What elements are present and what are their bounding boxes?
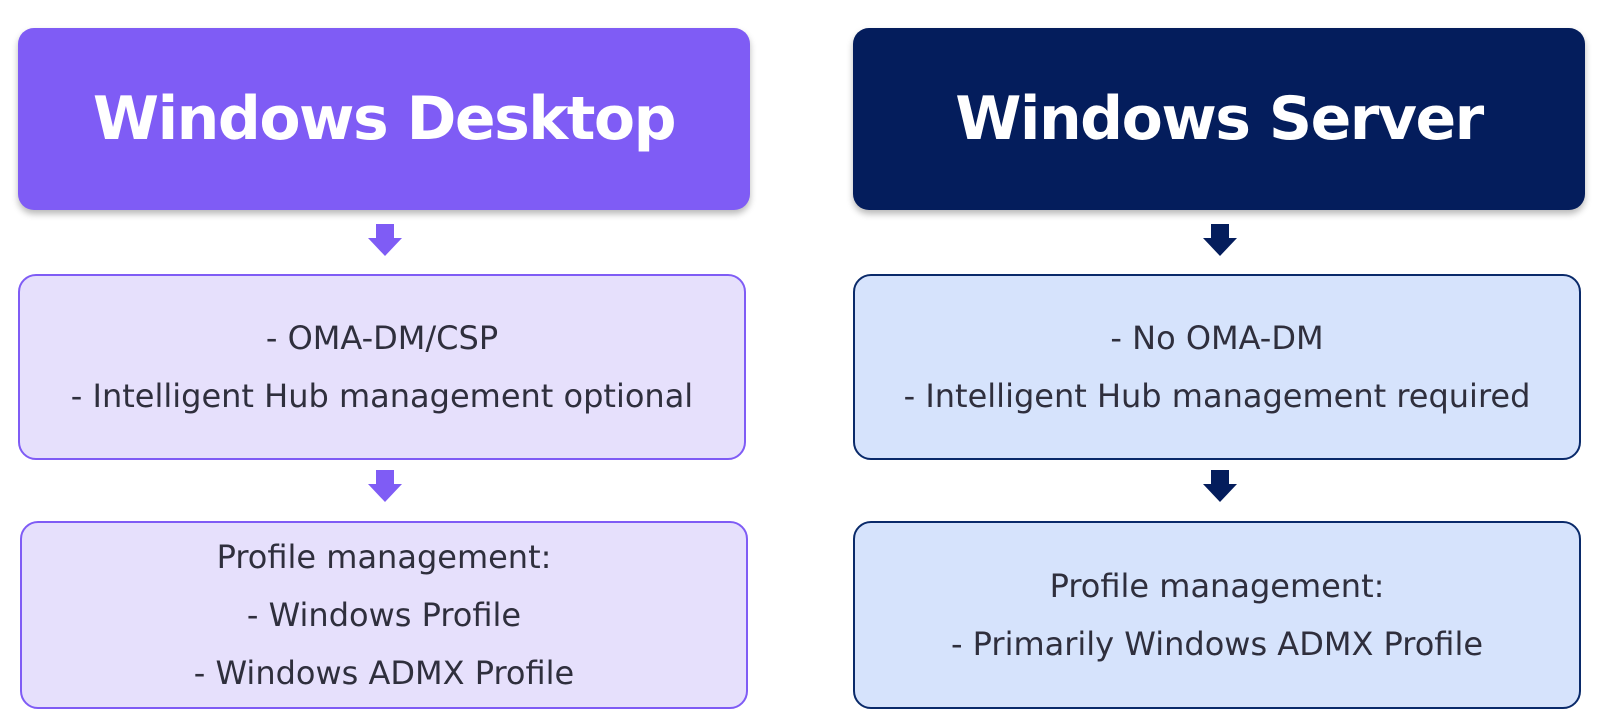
down-arrow-icon bbox=[1203, 470, 1237, 502]
desktop-profiles-box: Profile management: - Windows Profile - … bbox=[20, 521, 748, 709]
server-profile-admx: - Primarily Windows ADMX Profile bbox=[950, 625, 1484, 663]
desktop-title: Windows Desktop bbox=[92, 84, 677, 154]
down-arrow-icon bbox=[368, 470, 402, 502]
desktop-profiles-heading: Profile management: bbox=[216, 538, 552, 576]
desktop-profile-admx: - Windows ADMX Profile bbox=[193, 654, 575, 692]
server-header: Windows Server bbox=[853, 28, 1585, 210]
down-arrow-icon bbox=[1203, 224, 1237, 256]
desktop-header: Windows Desktop bbox=[18, 28, 750, 210]
desktop-feature-oma: - OMA-DM/CSP bbox=[265, 319, 499, 357]
server-feature-hub: - Intelligent Hub management required bbox=[903, 377, 1531, 415]
desktop-features-box: - OMA-DM/CSP - Intelligent Hub managemen… bbox=[18, 274, 746, 460]
server-title: Windows Server bbox=[955, 84, 1484, 154]
server-feature-oma: - No OMA-DM bbox=[1110, 319, 1324, 357]
desktop-column: Windows Desktop - OMA-DM/CSP - Intellige… bbox=[18, 0, 750, 727]
desktop-feature-hub: - Intelligent Hub management optional bbox=[70, 377, 694, 415]
down-arrow-icon bbox=[368, 224, 402, 256]
server-column: Windows Server - No OMA-DM - Intelligent… bbox=[853, 0, 1585, 727]
server-features-box: - No OMA-DM - Intelligent Hub management… bbox=[853, 274, 1581, 460]
server-profiles-box: Profile management: - Primarily Windows … bbox=[853, 521, 1581, 709]
server-profiles-heading: Profile management: bbox=[1049, 567, 1385, 605]
desktop-profile-windows: - Windows Profile bbox=[246, 596, 522, 634]
